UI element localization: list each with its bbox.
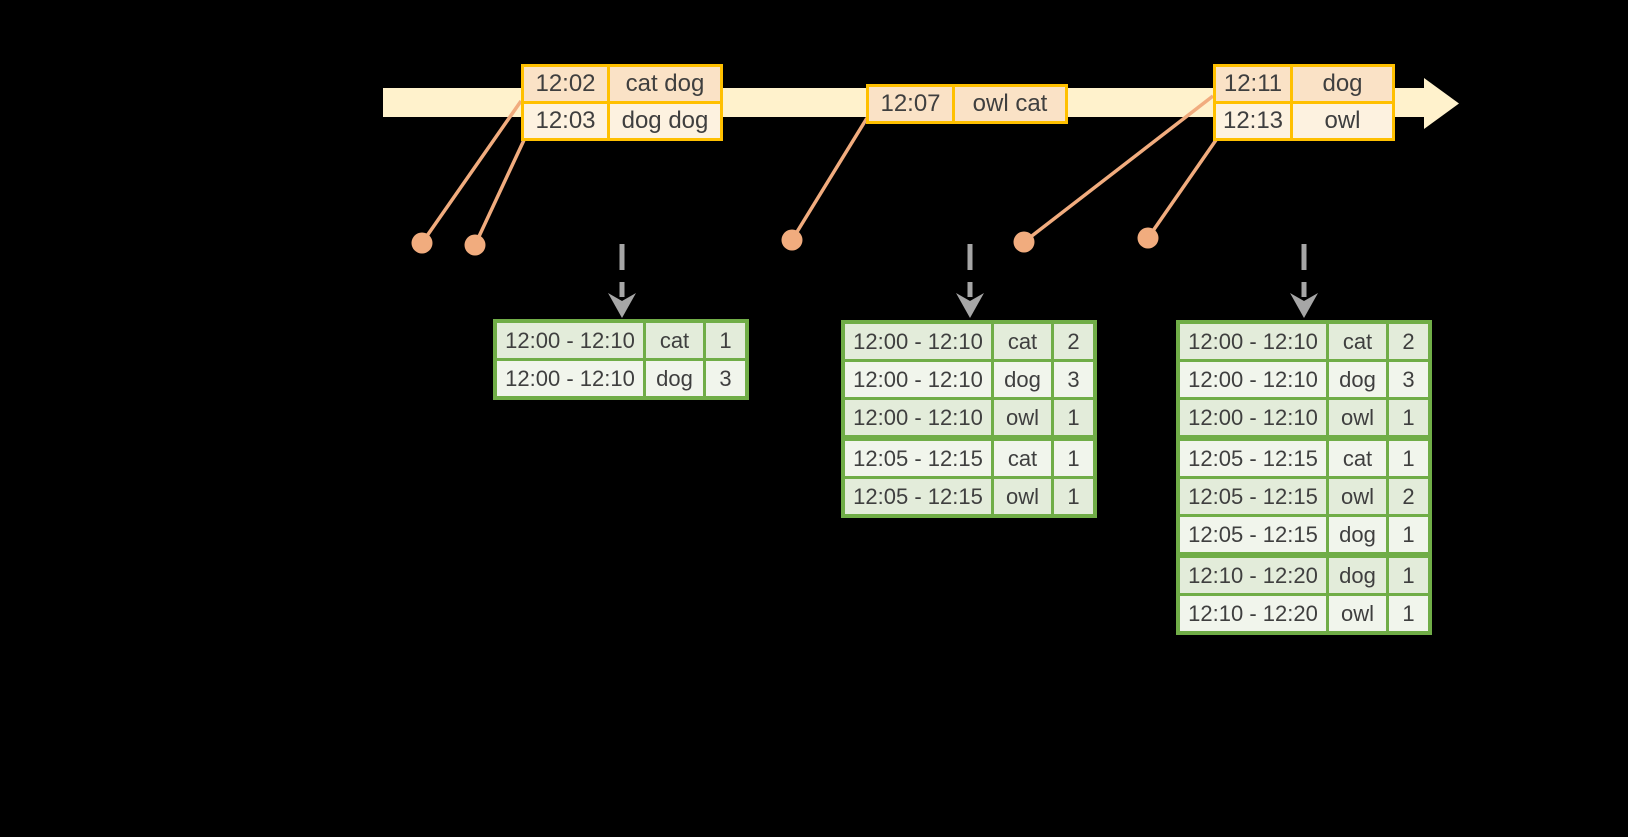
trigger-arrow-head-icon [1290,293,1318,318]
table-cell: 2 [1389,324,1428,359]
event-dot-icon [1013,231,1035,253]
table-cell: 1 [1389,558,1428,593]
event-dot-icon [781,229,803,251]
table-cell: owl [994,479,1051,514]
connector-line [1146,139,1218,239]
table-cell: 1 [1054,479,1093,514]
table-cell: 12:03 [524,104,607,138]
table-cell: cat [994,441,1051,476]
table-cell: 12:00 - 12:10 [1180,400,1326,435]
table-cell: 12:05 - 12:15 [845,479,991,514]
table-cell: 1 [706,323,745,358]
table-cell: owl [1329,400,1386,435]
table-cell: owl [1329,479,1386,514]
table-cell: 1 [1389,517,1428,552]
table-cell: cat [994,324,1051,359]
connector-line [473,139,526,246]
table-cell: 2 [1389,479,1428,514]
table-cell: cat [1329,441,1386,476]
table-cell: dog dog [610,104,720,138]
table-cell: 3 [1389,362,1428,397]
table-cell: 12:00 - 12:10 [845,324,991,359]
table-cell: 12:05 - 12:15 [845,441,991,476]
table-cell: 3 [1054,362,1093,397]
table-cell: 12:02 [524,67,607,101]
table-cell: 12:10 - 12:20 [1180,596,1326,631]
timeline-arrowhead-icon [1424,78,1459,129]
trigger-arrow-head-icon [608,293,636,318]
event-dot-icon [464,234,486,256]
table-cell: dog [1293,67,1392,101]
table-cell: dog [1329,362,1386,397]
table-cell: dog [1329,558,1386,593]
table-cell: 12:00 - 12:10 [845,362,991,397]
table-cell: 12:13 [1216,104,1290,138]
table-cell: owl [1293,104,1392,138]
trigger-arrow-head-icon [956,293,984,318]
event-dot-icon [411,232,433,254]
table-cell: 1 [1054,400,1093,435]
table-cell: 12:05 - 12:15 [1180,441,1326,476]
table-cell: 1 [1389,441,1428,476]
table-cell: 12:11 [1216,67,1290,101]
table-cell: 12:00 - 12:10 [1180,362,1326,397]
table-cell: 12:05 - 12:15 [1180,517,1326,552]
connector-line [790,117,869,241]
table-cell: dog [1329,517,1386,552]
table-cell: 2 [1054,324,1093,359]
table-cell: 1 [1389,400,1428,435]
connector-line [1022,94,1215,244]
table-cell: owl [1329,596,1386,631]
table-cell: 1 [1054,441,1093,476]
table-cell: owl cat [955,87,1065,121]
table-cell: 12:00 - 12:10 [497,361,643,396]
table-cell: 12:00 - 12:10 [497,323,643,358]
table-cell: 12:10 - 12:20 [1180,558,1326,593]
table-cell: owl [994,400,1051,435]
table-cell: dog [646,361,703,396]
table-cell: cat [1329,324,1386,359]
table-cell: 1 [1389,596,1428,631]
table-cell: 12:00 - 12:10 [845,400,991,435]
table-cell: cat dog [610,67,720,101]
table-cell: cat [646,323,703,358]
table-cell: dog [994,362,1051,397]
table-cell: 3 [706,361,745,396]
table-cell: 12:00 - 12:10 [1180,324,1326,359]
event-dot-icon [1137,227,1159,249]
table-cell: 12:07 [869,87,952,121]
connector-line [420,99,523,245]
table-cell: 12:05 - 12:15 [1180,479,1326,514]
